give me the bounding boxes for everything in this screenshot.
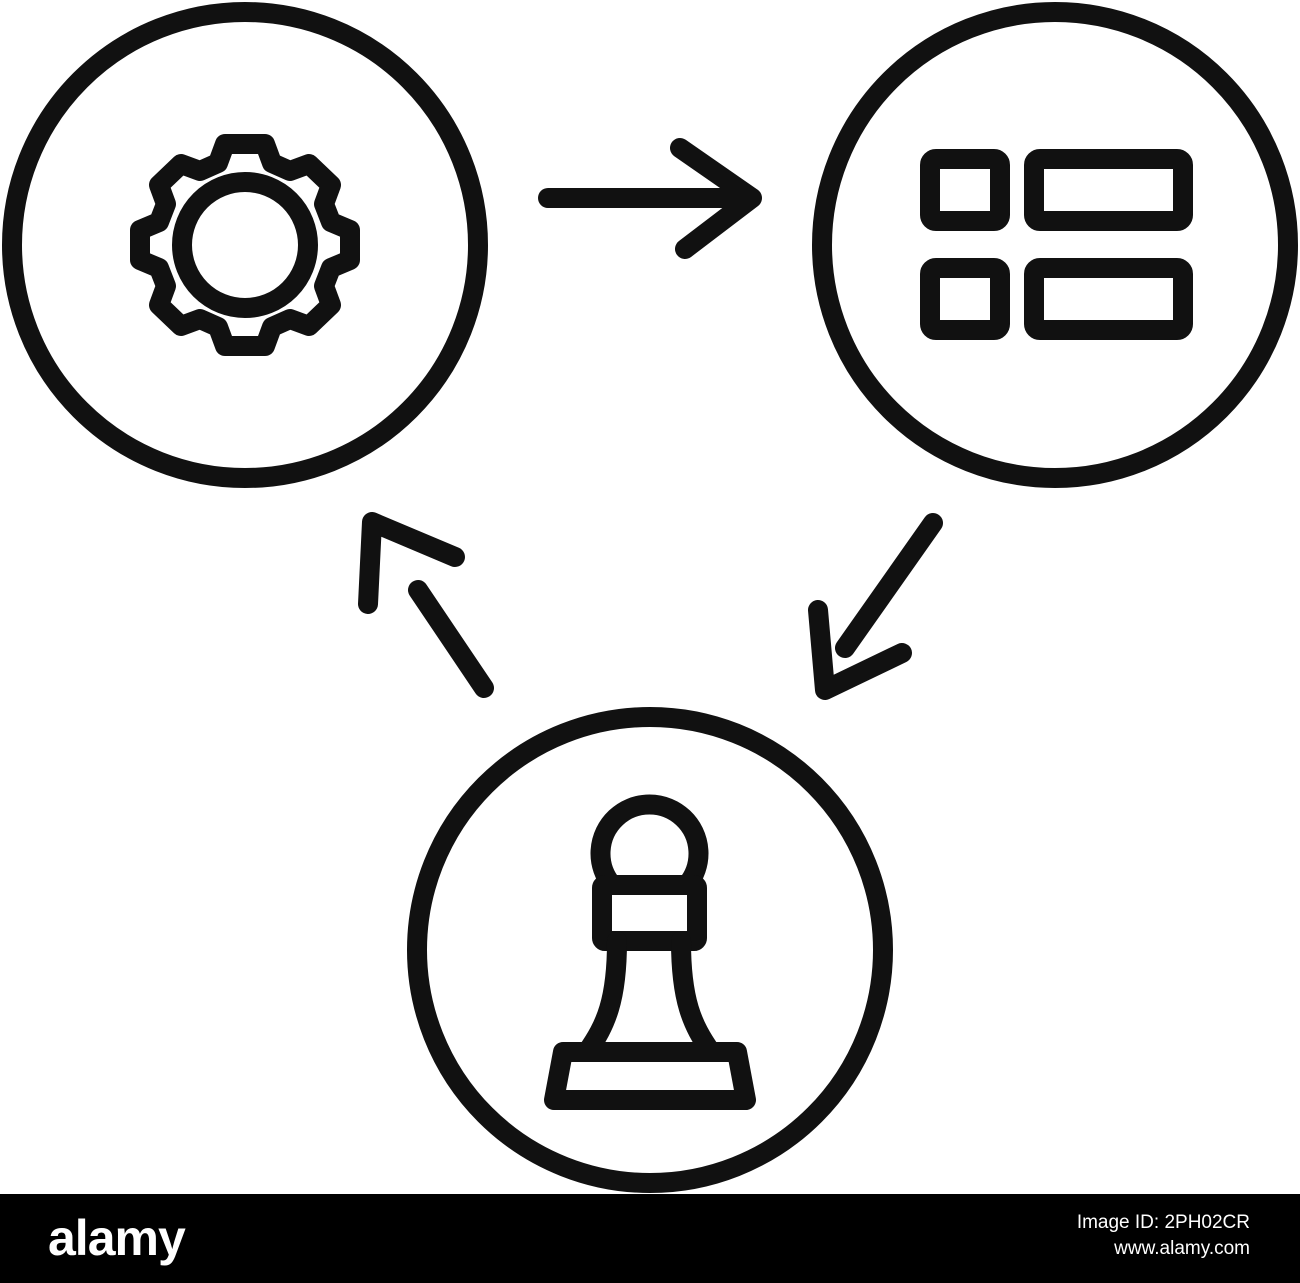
brand-logo: alamy [48,1210,186,1266]
strategy-node-circle [407,707,893,1193]
layout-node-circle [812,2,1298,488]
gear-icon [130,134,360,356]
layout-node [812,2,1298,488]
footer-meta: Image ID: 2PH02CR www.alamy.com [1077,1210,1250,1262]
layout-grid-icon [920,149,1193,340]
chess-pawn-icon [544,794,756,1110]
arrow-gear-to-layout [538,138,762,259]
image-id-label: Image ID: 2PH02CR [1076,1212,1250,1233]
cycle-diagram [2,2,1298,1193]
stock-footer: alamy Image ID: 2PH02CR www.alamy.com [0,1194,1300,1283]
site-link[interactable]: www.alamy.com [1114,1238,1250,1259]
strategy-node [407,707,893,1193]
gear-node-circle [2,2,488,488]
gear-hub [172,172,318,318]
gear-node [2,2,488,488]
arrow-strategy-to-gear [358,512,494,698]
arrow-layout-to-strategy [808,513,943,700]
